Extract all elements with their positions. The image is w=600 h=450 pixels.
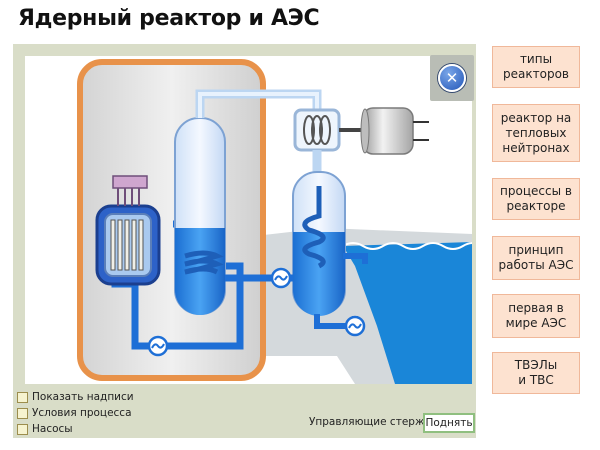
cooling-pond xyxy=(343,242,472,384)
feedwater-pump-icon xyxy=(270,267,292,289)
control-rods-label: Управляющие стержни xyxy=(309,416,439,428)
checkbox-label: Показать надписи xyxy=(32,391,134,403)
control-panel: Показать надписи Условия процесса Насосы… xyxy=(13,386,476,438)
checkbox-box[interactable] xyxy=(17,407,28,419)
menu-first-npp[interactable]: первая в мире АЭС xyxy=(492,294,580,338)
menu-reactor-processes[interactable]: процессы в реакторе xyxy=(492,178,580,220)
checkbox-show-labels[interactable]: Показать надписи xyxy=(17,390,134,404)
cooling-pump-icon xyxy=(344,315,366,337)
close-icon: ✕ xyxy=(438,64,466,92)
steam-generator-coil xyxy=(184,250,224,275)
menu-thermal-reactor[interactable]: реактор на тепловых нейтронах xyxy=(492,104,580,162)
fuel-rods xyxy=(110,219,144,271)
checkbox-pumps[interactable]: Насосы xyxy=(17,422,73,436)
control-rod-drive xyxy=(112,175,148,189)
menu-npp-principle[interactable]: принцип работы АЭС xyxy=(492,236,580,280)
menu-reactor-types[interactable]: типы реакторов xyxy=(492,46,580,88)
menu-fuel-elements[interactable]: ТВЭЛы и ТВС xyxy=(492,352,580,394)
checkbox-box[interactable] xyxy=(17,423,28,435)
checkbox-label: Условия процесса xyxy=(32,407,132,419)
raise-rods-button[interactable]: Поднять xyxy=(423,413,475,433)
checkbox-label: Насосы xyxy=(32,423,73,435)
checkbox-box[interactable] xyxy=(17,391,28,403)
primary-pump-icon xyxy=(147,335,169,357)
plant-diagram xyxy=(25,56,472,384)
close-button[interactable]: ✕ xyxy=(430,55,474,101)
condenser-coil xyxy=(302,186,326,269)
page-title: Ядерный реактор и АЭС xyxy=(18,6,320,31)
checkbox-process-conditions[interactable]: Условия процесса xyxy=(17,406,132,420)
generator xyxy=(362,107,414,155)
